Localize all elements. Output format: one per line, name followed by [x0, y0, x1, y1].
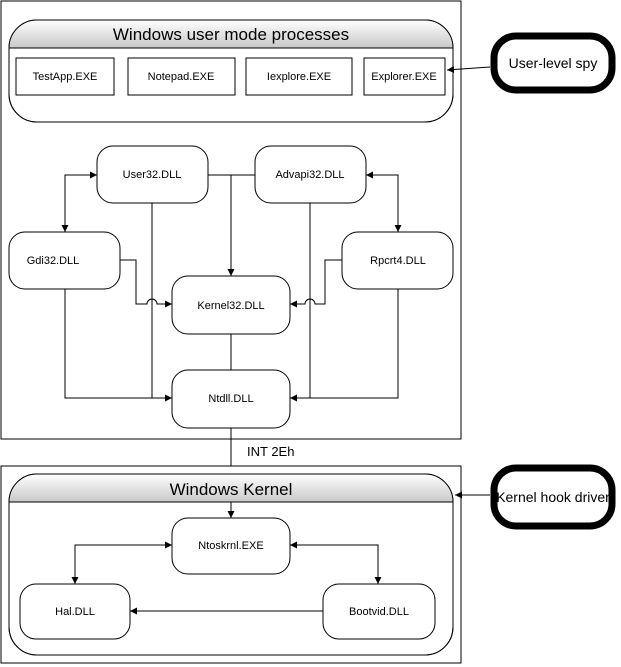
user32-gdi32-arrow [61, 171, 97, 232]
int2eh-label: INT 2Eh [247, 444, 294, 459]
process-testapp: TestApp.EXE [15, 57, 115, 96]
kernel-driver-label: Kernel hook driver [496, 489, 610, 505]
kernel-title: Windows Kernel [170, 480, 293, 499]
process-label: TestApp.EXE [33, 71, 98, 83]
kernel-frame [0, 465, 462, 664]
user-mode-connectors [61, 171, 402, 402]
kernel-connectors [71, 502, 382, 615]
kernel-hook-driver: Kernel hook driver [490, 464, 616, 530]
dll-label: Advapi32.DLL [275, 169, 344, 181]
rpcrt4-ntdll-arrow [290, 288, 399, 402]
process-label: Iexplore.EXE [267, 71, 331, 83]
gdi32-kernel32-arrow [120, 259, 172, 308]
dll-rpcrt4: Rpcrt4.DLL [341, 231, 454, 290]
spy-to-explorer-arrow [446, 66, 491, 74]
advapi32-rpcrt4-arrow [366, 171, 402, 232]
ntoskrnl-hal-arrow [71, 541, 172, 584]
kernel-hal: Hal.DLL [19, 583, 131, 640]
kernel-module-label: Hal.DLL [55, 606, 95, 618]
process-explorer: Explorer.EXE [363, 57, 446, 96]
gdi32-ntdll-arrow [64, 285, 172, 402]
dll-ntdll: Ntdll.DLL [171, 369, 291, 429]
process-iexplore: Iexplore.EXE [245, 57, 353, 96]
dll-advapi32: Advapi32.DLL [254, 145, 367, 204]
process-label: Explorer.EXE [371, 71, 436, 83]
user-level-spy: User-level spy [490, 32, 616, 94]
dll-label: Gdi32.DLL [27, 255, 80, 267]
dll-gdi32: Gdi32.DLL [8, 231, 121, 290]
process-notepad: Notepad.EXE [127, 57, 236, 96]
dll-user32: User32.DLL [96, 145, 209, 204]
dll-label: Rpcrt4.DLL [370, 255, 426, 267]
dll-label: User32.DLL [123, 169, 182, 181]
user-spy-label: User-level spy [509, 55, 598, 71]
dll-label: Ntdll.DLL [208, 393, 253, 405]
process-label: Notepad.EXE [148, 71, 215, 83]
rpcrt4-kernel32-arrow [290, 259, 342, 308]
kernel-ntoskrnl: Ntoskrnl.EXE [171, 517, 291, 575]
kernel-module-label: Ntoskrnl.EXE [198, 540, 263, 552]
user-mode-title: Windows user mode processes [113, 25, 349, 44]
dll-label: Kernel32.DLL [197, 300, 264, 312]
dll-kernel32: Kernel32.DLL [171, 275, 291, 335]
ntoskrnl-bootvid-arrow [290, 541, 382, 584]
kernel-module-label: Bootvid.DLL [349, 606, 409, 618]
kernel-bootvid: Bootvid.DLL [322, 583, 436, 640]
